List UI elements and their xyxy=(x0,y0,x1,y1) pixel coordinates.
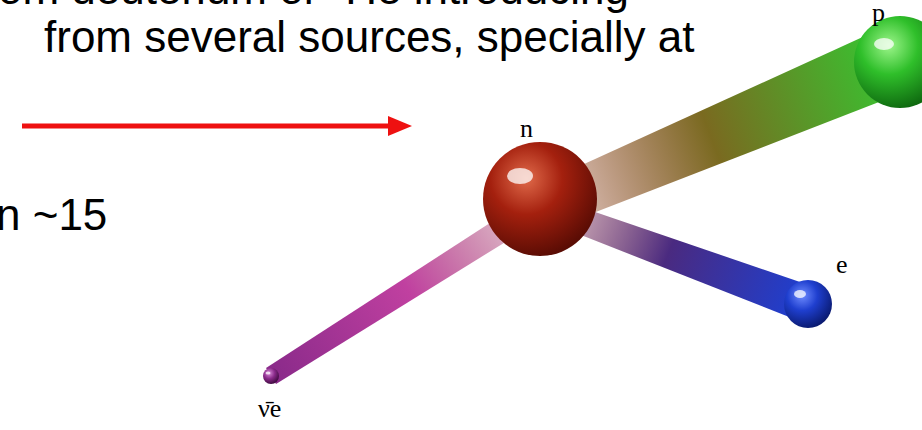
particle-label: ν̄e xyxy=(258,396,281,422)
particle-label: p xyxy=(872,0,885,26)
arrow-head xyxy=(388,116,412,136)
slide-text: om deuterium or ³He introducing xyxy=(0,0,629,11)
highlight xyxy=(507,168,533,184)
highlight xyxy=(794,290,806,298)
highlight xyxy=(874,38,894,50)
proton-sphere xyxy=(854,16,922,108)
antineutrino-sphere xyxy=(263,368,279,384)
slide-text: from several sources, specially at xyxy=(44,15,694,59)
slide-text: n ~15 xyxy=(0,193,107,237)
electron-sphere xyxy=(784,280,832,328)
particle-label: e xyxy=(836,252,848,278)
antineutrino-trail xyxy=(266,210,528,384)
particle-label: n xyxy=(520,116,533,142)
neutron-sphere xyxy=(483,142,597,256)
incoming-arrow xyxy=(22,124,392,129)
highlight xyxy=(266,371,271,374)
